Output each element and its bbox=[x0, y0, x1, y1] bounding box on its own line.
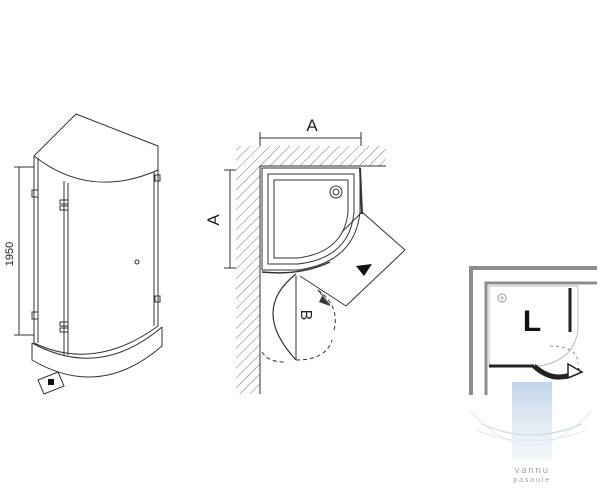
orientation-l-icon bbox=[469, 266, 597, 395]
direction-arrow-icon bbox=[356, 264, 372, 276]
vannu-pasaule-logo bbox=[469, 382, 593, 460]
shower-enclosure-isometric-icon bbox=[31, 113, 163, 378]
shower-tray-plan-icon bbox=[261, 167, 363, 271]
drain-marker-icon bbox=[37, 371, 65, 395]
dimension-a-side bbox=[224, 169, 236, 269]
wall-hatching bbox=[236, 146, 386, 394]
watermark-line2: pasaule bbox=[513, 476, 551, 484]
height-dimension bbox=[14, 166, 34, 336]
dim-b-label: B bbox=[297, 310, 314, 321]
orientation-letter: L bbox=[523, 305, 541, 338]
dim-a-top-label: A bbox=[306, 116, 318, 135]
door-swing-arc-icon bbox=[261, 211, 406, 363]
dim-a-side-label: A bbox=[204, 214, 223, 226]
height-label: 1950 bbox=[4, 242, 16, 266]
dimension-a-top bbox=[259, 132, 362, 146]
watermark-line1: vannu bbox=[514, 466, 549, 476]
